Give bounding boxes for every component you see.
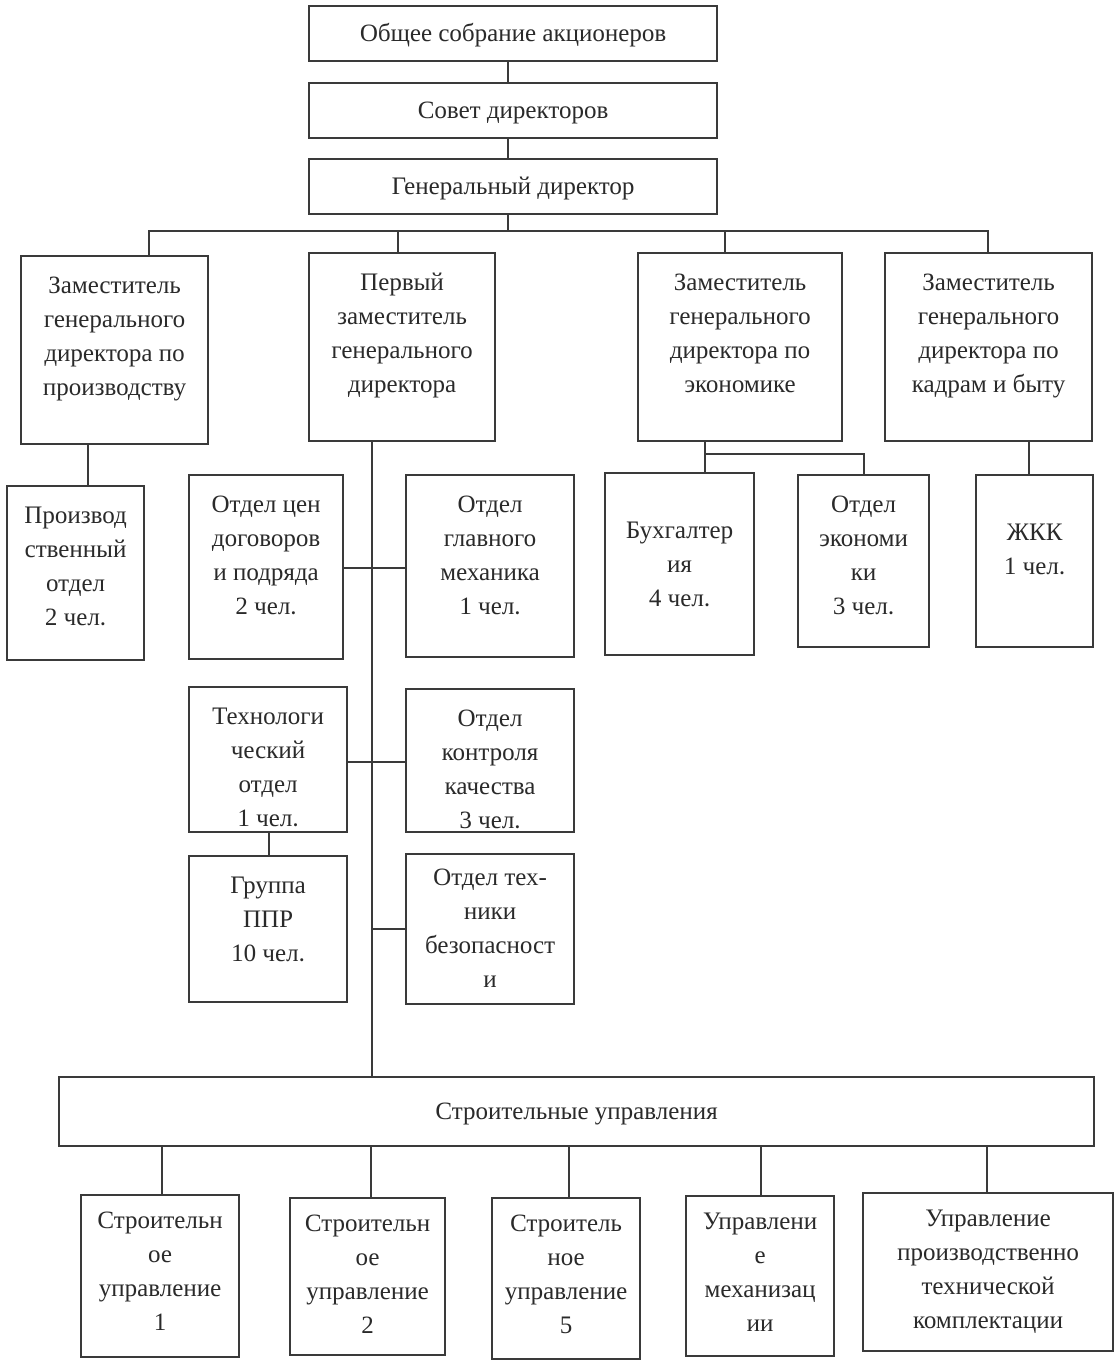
node-chief-mechanic-department: Отдел главного механика 1 чел.: [405, 474, 575, 658]
connector-cu-5: [568, 1145, 570, 1197]
node-label: Первый заместитель генерального директор…: [331, 269, 473, 398]
node-housing-department: ЖКК 1 чел.: [975, 474, 1094, 648]
node-safety-department: Отдел тех- ники безопасност и: [405, 853, 575, 1005]
node-general-director: Генеральный директор: [308, 158, 718, 215]
node-accounting: Бухгалтер ия 4 чел.: [604, 472, 755, 656]
node-deputy-economics: Заместитель генерального директора по эк…: [637, 252, 843, 442]
connector-bus-economics: [724, 230, 726, 253]
connector-board-ceo: [507, 137, 509, 161]
node-deputy-production: Заместитель генерального директора по пр…: [20, 255, 209, 445]
node-prices-contracts-department: Отдел цен договоров и подряда 2 чел.: [188, 474, 344, 660]
connector-deputies-bus: [148, 230, 988, 232]
node-first-deputy: Первый заместитель генерального директор…: [308, 252, 496, 442]
node-deputy-hr: Заместитель генерального директора по ка…: [884, 252, 1093, 442]
node-label: Генеральный директор: [391, 172, 635, 200]
connector-production-dept: [87, 444, 89, 486]
node-construction-unit-5: Строитель ное управление 5: [491, 1197, 641, 1360]
connector-shareholders-board: [507, 60, 509, 84]
node-label: Строитель ное управление 5: [504, 1210, 628, 1339]
node-label: Бухгалтер ия 4 чел.: [625, 517, 734, 612]
node-label: Отдел главного механика 1 чел.: [440, 491, 540, 620]
connector-tech-ppr: [268, 832, 270, 856]
connector-bus-production: [148, 230, 150, 255]
node-label: Управление производственно технической к…: [897, 1205, 1079, 1334]
node-construction-unit-2: Строительн ое управление 2: [289, 1197, 446, 1356]
connector-bus-first: [397, 230, 399, 253]
node-ppr-group: Группа ППР 10 чел.: [188, 855, 348, 1003]
connector-cu-ptk: [986, 1145, 988, 1192]
node-label: Управлени е механизац ии: [702, 1208, 818, 1337]
connector-prices-mechanic: [343, 567, 407, 569]
node-label: Заместитель генерального директора по ка…: [911, 269, 1066, 398]
node-board-of-directors: Совет директоров: [308, 82, 718, 139]
connector-economics-bus: [704, 453, 864, 455]
node-mechanization-department: Управлени е механизац ии: [685, 1195, 835, 1357]
node-label: Отдел цен договоров и подряда 2 чел.: [211, 491, 321, 620]
connector-bus-hr: [987, 230, 989, 253]
node-label: Отдел контроля качества 3 чел.: [441, 705, 539, 834]
connector-safety: [371, 928, 407, 930]
node-label: Заместитель генерального директора по эк…: [669, 269, 811, 398]
node-label: Отдел экономи ки 3 чел.: [819, 491, 908, 620]
node-label: Общее собрание акционеров: [359, 19, 667, 47]
node-label: ЖКК 1 чел.: [1003, 519, 1066, 580]
node-label: Строительные управления: [435, 1097, 718, 1125]
node-quality-control-department: Отдел контроля качества 3 чел.: [405, 688, 575, 834]
node-label: Отдел тех- ники безопасност и: [424, 864, 556, 993]
node-label: Группа ППР 10 чел.: [230, 872, 306, 967]
node-shareholders-meeting: Общее собрание акционеров: [308, 5, 718, 62]
node-label: Технологи ческий отдел 1 чел.: [212, 703, 324, 832]
node-production-department: Производ ственный отдел 2 чел.: [6, 485, 145, 661]
connector-cu-2: [370, 1145, 372, 1197]
node-label: Заместитель генерального директора по пр…: [42, 272, 187, 401]
connector-economics-down: [704, 440, 706, 474]
node-construction-departments: Строительные управления: [58, 1076, 1095, 1147]
connector-economics-dept: [863, 453, 865, 475]
connector-first-trunk: [371, 440, 373, 1078]
node-economics-department: Отдел экономи ки 3 чел.: [797, 474, 930, 648]
connector-cu-1: [161, 1145, 163, 1195]
connector-tech-quality: [347, 761, 407, 763]
connector-hr-housing: [1028, 440, 1030, 478]
node-construction-unit-1: Строительн ое управление 1: [80, 1194, 240, 1358]
node-production-technical-supply: Управление производственно технической к…: [862, 1192, 1114, 1352]
node-label: Производ ственный отдел 2 чел.: [24, 502, 127, 631]
connector-ceo-bus: [507, 213, 509, 231]
node-technology-department: Технологи ческий отдел 1 чел.: [188, 686, 348, 833]
node-label: Строительн ое управление 1: [97, 1207, 223, 1336]
node-label: Совет директоров: [417, 96, 609, 124]
connector-cu-mech: [760, 1145, 762, 1195]
node-label: Строительн ое управление 2: [304, 1210, 431, 1339]
